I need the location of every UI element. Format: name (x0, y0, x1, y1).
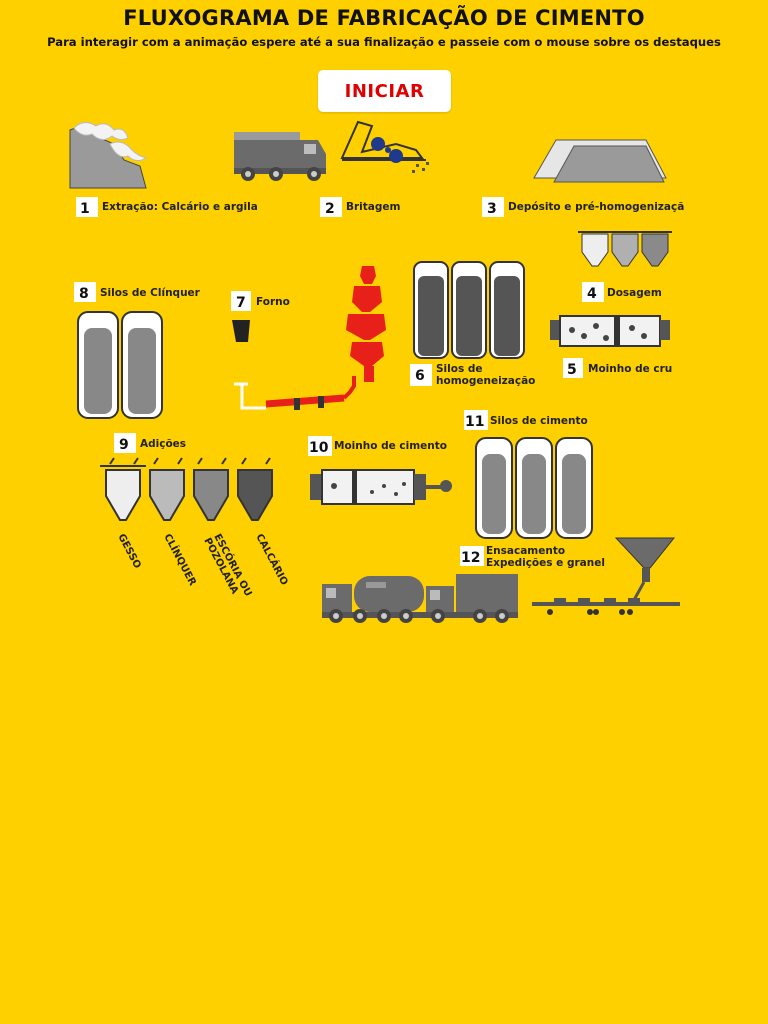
step-9-text: Adições (140, 438, 186, 450)
page-title: FLUXOGRAMA DE FABRICAÇÃO DE CIMENTO (123, 6, 645, 30)
cement-mill-illustration[interactable] (310, 469, 452, 505)
step-3-text: Depósito e pré-homogenizaçã (508, 201, 684, 213)
step-7-number: 7 (236, 295, 246, 311)
step-1-number: 1 (80, 201, 90, 217)
step-5-label[interactable]: 5 Moinho de cru (563, 358, 672, 378)
step-5-text: Moinho de cru (588, 363, 672, 375)
step-12-label[interactable]: 12 Ensacamento Expedições e granel (460, 545, 605, 569)
kiln-illustration[interactable] (232, 266, 386, 410)
cement-flowchart: 1 Extração: Calcário e argila 2 Britagem (66, 116, 712, 652)
flowchart-svg: 1 Extração: Calcário e argila 2 Britagem (69, 120, 684, 623)
step-3-number: 3 (487, 201, 497, 217)
addition-gesso: GESSO (115, 532, 142, 570)
step-2-text: Britagem (346, 201, 401, 213)
page-subtitle: Para interagir com a animação espere até… (47, 35, 721, 49)
box-truck-illustration (426, 574, 518, 623)
bagging-conveyor-illustration[interactable] (532, 537, 680, 615)
dump-truck-illustration (234, 132, 326, 181)
clinker-silos-illustration[interactable] (77, 311, 163, 419)
step-2-number: 2 (325, 201, 335, 217)
step-6-label[interactable]: 6 Silos de homogeneização (410, 363, 535, 387)
step-1-text: Extração: Calcário e argila (102, 201, 258, 213)
dosing-hoppers-illustration[interactable] (578, 231, 672, 267)
step-8-label[interactable]: 8 Silos de Clínquer (74, 282, 201, 302)
cement-silos-illustration[interactable] (475, 437, 593, 539)
addition-calcario: CALCÁRIO (253, 531, 291, 587)
additions-hoppers-illustration[interactable] (100, 457, 273, 521)
homogenization-silos-illustration[interactable] (413, 261, 525, 359)
step-12-text: Ensacamento (486, 545, 565, 557)
step-2-label[interactable]: 2 Britagem (320, 197, 401, 217)
step-6-text-2: homogeneização (436, 375, 535, 387)
quarry-illustration[interactable] (69, 122, 148, 189)
start-button[interactable]: INICIAR (318, 70, 451, 112)
step-10-number: 10 (309, 440, 329, 456)
step-7-label[interactable]: 7 Forno (231, 291, 290, 311)
step-9-number: 9 (119, 437, 129, 453)
storage-piles-illustration[interactable] (533, 139, 667, 183)
step-7-text: Forno (256, 296, 290, 308)
raw-mill-illustration[interactable] (550, 315, 670, 347)
step-12-text-2: Expedições e granel (486, 557, 605, 569)
step-11-label[interactable]: 11 Silos de cimento (464, 410, 588, 430)
step-12-number: 12 (461, 550, 480, 566)
step-6-number: 6 (415, 368, 425, 384)
step-10-label[interactable]: 10 Moinho de cimento (308, 436, 447, 456)
tanker-truck-illustration (322, 576, 428, 623)
step-6-text: Silos de (436, 363, 483, 375)
step-1-label[interactable]: 1 Extração: Calcário e argila (76, 197, 258, 217)
step-5-number: 5 (567, 362, 577, 378)
step-4-number: 4 (587, 286, 597, 302)
step-11-number: 11 (465, 414, 484, 430)
step-10-text: Moinho de cimento (334, 440, 447, 452)
step-11-text: Silos de cimento (490, 415, 588, 427)
step-8-text: Silos de Clínquer (100, 287, 201, 299)
step-3-label[interactable]: 3 Depósito e pré-homogenizaçã (482, 197, 684, 217)
addition-clinquer: CLÍNQUER (161, 531, 199, 588)
step-8-number: 8 (79, 286, 89, 302)
step-9-label[interactable]: 9 Adições (114, 433, 186, 453)
step-4-text: Dosagem (607, 287, 662, 299)
crusher-illustration[interactable] (340, 120, 429, 173)
step-4-label[interactable]: 4 Dosagem (582, 282, 662, 302)
